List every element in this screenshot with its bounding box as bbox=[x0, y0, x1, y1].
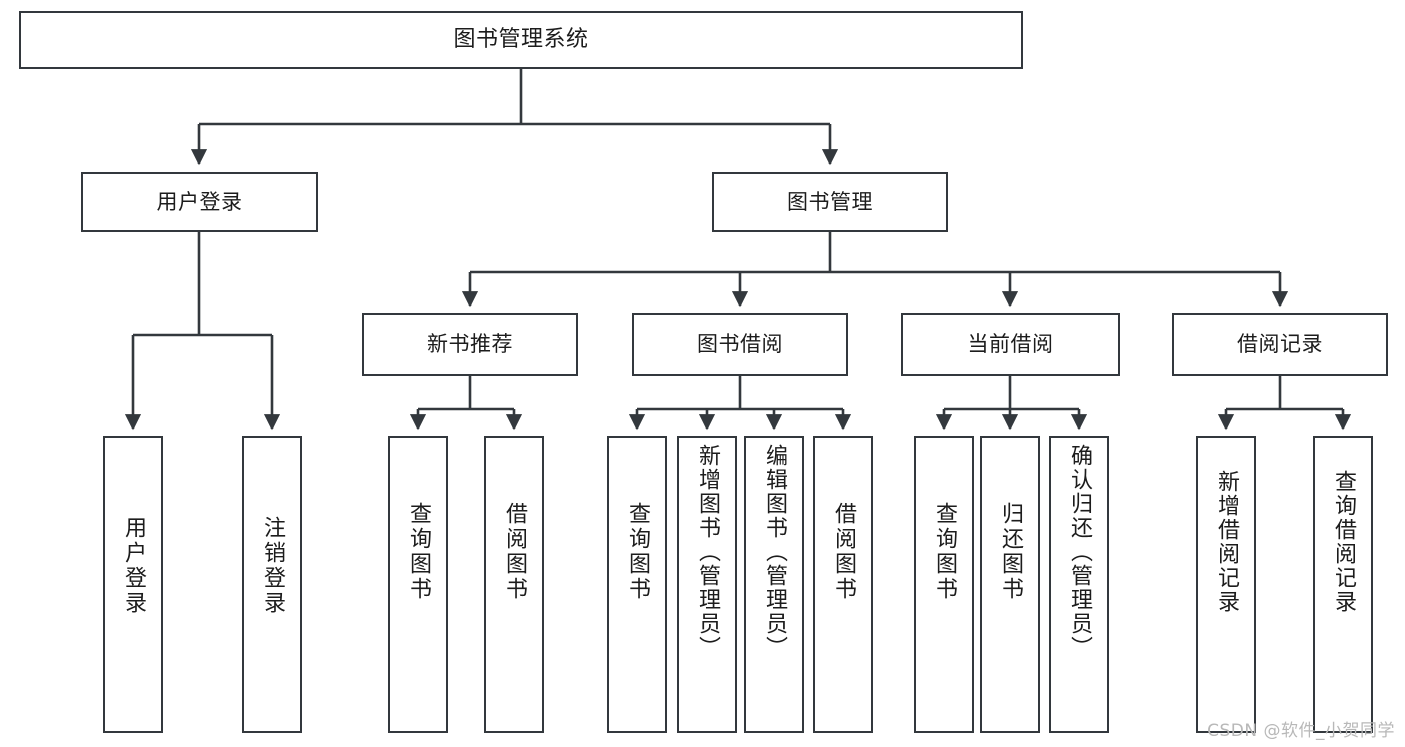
leaf-add-book-admin[interactable]: 新增图书（管理员） bbox=[677, 436, 737, 733]
node-label: 注销登录 bbox=[260, 516, 285, 616]
leaf-logout-login[interactable]: 注销登录 bbox=[242, 436, 302, 733]
node-label: 借阅记录 bbox=[1237, 332, 1323, 357]
node-label: 图书管理系统 bbox=[453, 27, 589, 53]
node-label: 用户登录 bbox=[121, 516, 146, 616]
node-label: 借阅图书 bbox=[831, 502, 856, 602]
node-user-login[interactable]: 用户登录 bbox=[81, 172, 318, 232]
node-label: 编辑图书（管理员） bbox=[762, 444, 787, 660]
node-label: 查询图书 bbox=[625, 502, 650, 602]
node-label: 用户登录 bbox=[156, 189, 243, 214]
node-label: 图书借阅 bbox=[697, 332, 783, 357]
leaf-add-borrow-record[interactable]: 新增借阅记录 bbox=[1196, 436, 1256, 733]
watermark-text: CSDN @软件_小贺同学 bbox=[1207, 721, 1395, 741]
node-current-borrow[interactable]: 当前借阅 bbox=[901, 313, 1120, 376]
node-label: 新增图书（管理员） bbox=[695, 444, 720, 660]
leaf-query-book-3[interactable]: 查询图书 bbox=[914, 436, 974, 733]
node-label: 当前借阅 bbox=[967, 332, 1054, 357]
leaf-query-book-1[interactable]: 查询图书 bbox=[388, 436, 448, 733]
node-book-borrow[interactable]: 图书借阅 bbox=[632, 313, 848, 376]
leaf-edit-book-admin[interactable]: 编辑图书（管理员） bbox=[744, 436, 804, 733]
leaf-query-book-2[interactable]: 查询图书 bbox=[607, 436, 667, 733]
node-root-system[interactable]: 图书管理系统 bbox=[19, 11, 1023, 69]
leaf-return-book[interactable]: 归还图书 bbox=[980, 436, 1040, 733]
leaf-borrow-book-1[interactable]: 借阅图书 bbox=[484, 436, 544, 733]
leaf-confirm-return-admin[interactable]: 确认归还（管理员） bbox=[1049, 436, 1109, 733]
node-label: 确认归还（管理员） bbox=[1067, 444, 1092, 660]
node-label: 查询图书 bbox=[932, 502, 957, 602]
node-new-book-recommend[interactable]: 新书推荐 bbox=[362, 313, 578, 376]
node-label: 新增借阅记录 bbox=[1214, 470, 1239, 614]
leaf-borrow-book-2[interactable]: 借阅图书 bbox=[813, 436, 873, 733]
node-label: 新书推荐 bbox=[427, 332, 513, 357]
leaf-user-login[interactable]: 用户登录 bbox=[103, 436, 163, 733]
node-label: 归还图书 bbox=[998, 502, 1023, 602]
node-label: 图书管理 bbox=[787, 189, 873, 214]
node-label: 查询图书 bbox=[406, 502, 431, 602]
leaf-query-borrow-record[interactable]: 查询借阅记录 bbox=[1313, 436, 1373, 733]
node-label: 查询借阅记录 bbox=[1331, 470, 1356, 614]
node-label: 借阅图书 bbox=[502, 502, 527, 602]
node-borrow-record[interactable]: 借阅记录 bbox=[1172, 313, 1388, 376]
node-book-manage[interactable]: 图书管理 bbox=[712, 172, 948, 232]
